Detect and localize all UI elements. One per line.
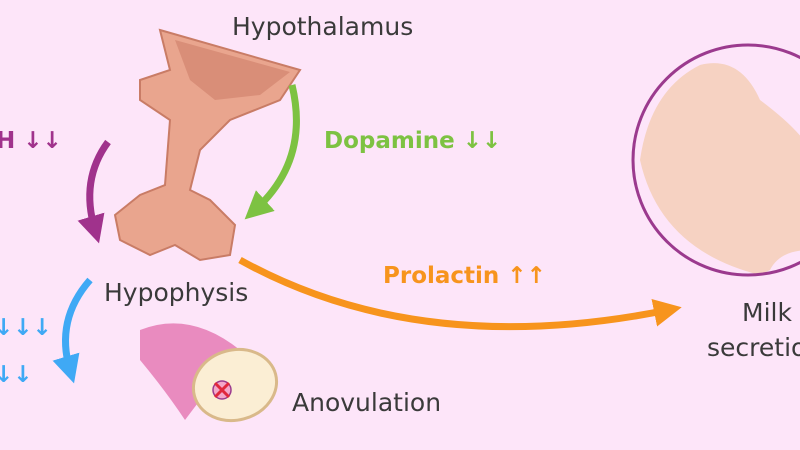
prolactin-label: Prolactin ↑↑ xyxy=(383,263,546,289)
blue-hormone-row1: ↓↓↓ xyxy=(0,315,52,341)
breast-illustration xyxy=(631,43,800,277)
hypophysis-label: Hypophysis xyxy=(104,278,249,307)
blue-arrow xyxy=(52,277,93,384)
cross-icon xyxy=(213,381,231,399)
hypothalamus-label: Hypothalamus xyxy=(232,12,414,41)
milk-label-line1: Milk xyxy=(742,298,792,327)
dopamine-arrow xyxy=(244,84,300,220)
gnrh-label: H ↓↓ xyxy=(0,128,62,154)
milk-label-line2: secretion xyxy=(707,333,800,362)
gnrh-arrow xyxy=(77,139,111,244)
prolactin-arrow xyxy=(238,256,682,331)
pituitary-illustration xyxy=(113,28,302,262)
dopamine-label: Dopamine ↓↓ xyxy=(324,128,502,154)
anovulation-label: Anovulation xyxy=(292,388,442,417)
blue-hormone-row2: ↓↓ xyxy=(0,362,33,388)
ovary-illustration xyxy=(140,323,279,423)
